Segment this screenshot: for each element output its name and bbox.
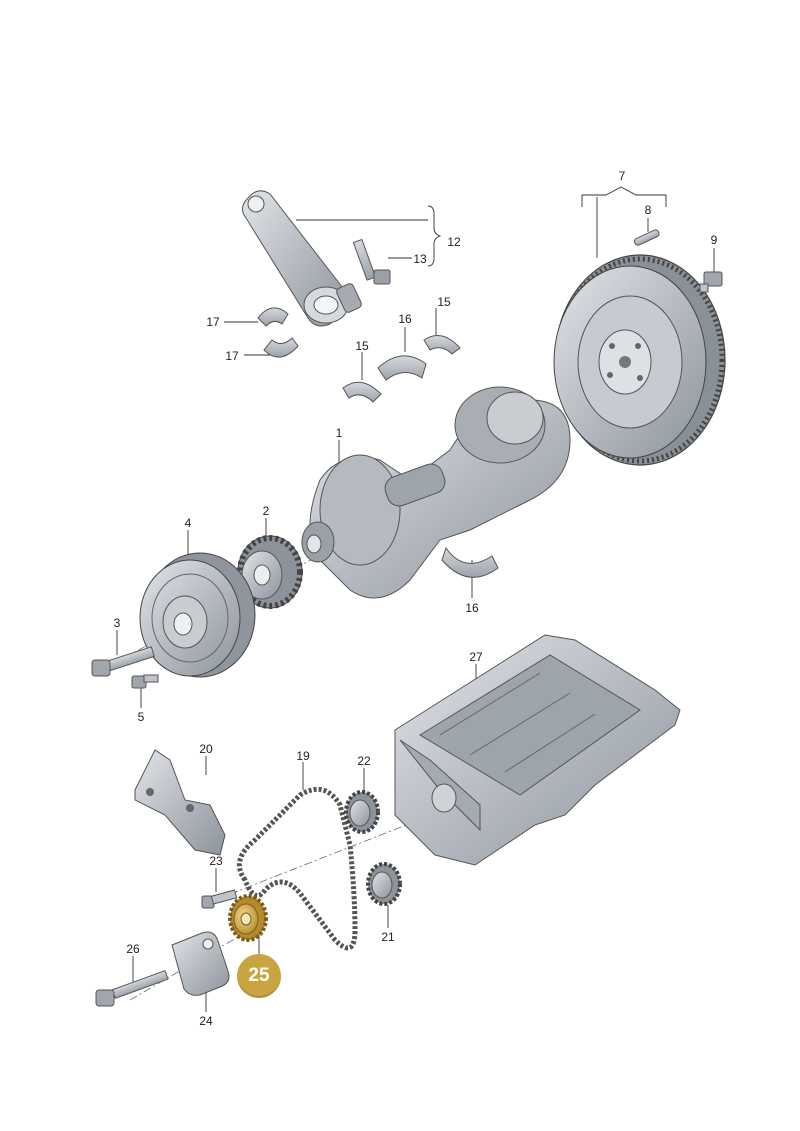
callout-17-upper: 17 (206, 315, 220, 329)
dowel-pin (634, 229, 660, 246)
flywheel (553, 254, 726, 466)
callout-12: 12 (447, 235, 461, 249)
callout-2: 2 (262, 504, 270, 518)
callout-20: 20 (199, 742, 213, 756)
pulley-bolt (91, 646, 156, 677)
callout-26: 26 (126, 942, 140, 956)
crankshaft (301, 386, 571, 599)
callout-15-upper: 15 (437, 295, 451, 309)
callout-15-lower: 15 (355, 339, 369, 353)
callout-17-lower: 17 (225, 349, 239, 363)
flywheel-bolt (699, 271, 723, 293)
callout-3: 3 (113, 616, 121, 630)
highlighted-sprocket (228, 894, 268, 942)
small-bolt (131, 674, 159, 689)
callout-4: 4 (184, 516, 192, 530)
chain-guide-plate (171, 931, 230, 996)
callout-27: 27 (469, 650, 483, 664)
callout-9: 9 (710, 233, 718, 247)
callout-22: 22 (357, 754, 371, 768)
oil-sump (394, 634, 681, 866)
guide-plate-bolt (95, 970, 169, 1007)
connecting-rod (242, 190, 362, 327)
callout-5: 5 (137, 710, 145, 724)
callout-21: 21 (381, 930, 395, 944)
callout-24: 24 (199, 1014, 213, 1028)
callout-13: 13 (413, 252, 427, 266)
main-bearing-shells (342, 335, 499, 578)
callout-1: 1 (335, 426, 343, 440)
vibration-damper-pulley (139, 552, 256, 678)
callout-8: 8 (644, 203, 652, 217)
callout-16-upper: 16 (398, 312, 412, 326)
rod-bolt (352, 238, 391, 285)
oil-pump-sprocket-lower (366, 862, 402, 906)
timing-chain (236, 786, 358, 951)
rod-bearing-shells (257, 307, 299, 358)
callout-16-lower: 16 (465, 601, 479, 615)
oil-pump-sprocket-upper (344, 790, 380, 834)
callout-23: 23 (209, 854, 223, 868)
highlight-badge-25[interactable]: 25 (237, 954, 281, 998)
callout-7: 7 (618, 169, 626, 183)
guide-bolt (201, 889, 238, 909)
chain-tensioner (134, 749, 226, 856)
callout-19: 19 (296, 749, 310, 763)
